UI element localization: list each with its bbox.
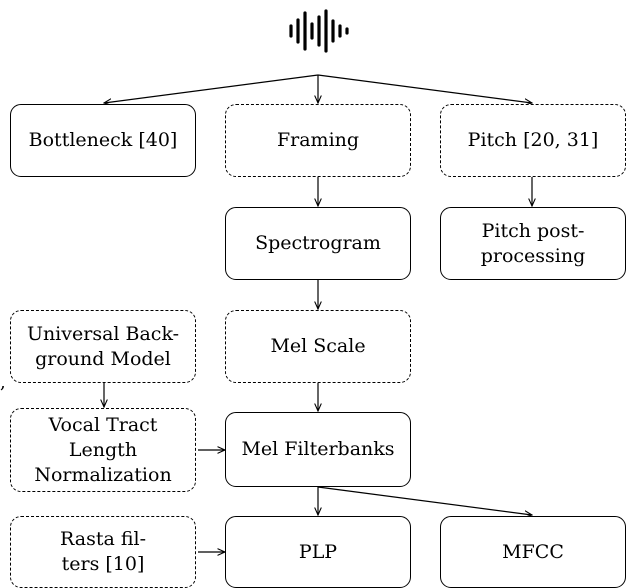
node-ubm-line2: ground Model	[35, 347, 171, 370]
node-rasta-filters: Rasta fil- ters [10]	[10, 516, 196, 588]
audio-waveform-icon	[289, 9, 349, 53]
stray-comma: ,	[0, 372, 6, 393]
node-universal-background-model: Universal Back- ground Model	[10, 310, 196, 383]
node-bottleneck: Bottleneck [40]	[10, 104, 196, 177]
node-pitch-postprocessing-line1: Pitch post-	[481, 219, 585, 242]
node-mel-scale-label: Mel Scale	[270, 335, 366, 357]
node-pitch-postprocessing-line2: processing	[480, 244, 586, 267]
node-pitch-label: Pitch [20, 31]	[467, 129, 599, 151]
node-mfcc-label: MFCC	[502, 540, 564, 563]
node-plp: PLP	[225, 516, 411, 588]
node-framing-label: Framing	[276, 129, 360, 151]
node-ubm-line1: Universal Back-	[26, 322, 180, 345]
node-mfcc: MFCC	[440, 516, 626, 588]
node-rasta-line1: Rasta fil-	[60, 528, 146, 550]
node-pitch: Pitch [20, 31]	[440, 104, 626, 177]
arrow-melfilterbanks-to-mfcc	[317, 486, 532, 515]
node-rasta-line2: ters [10]	[61, 553, 145, 575]
node-framing: Framing	[225, 104, 411, 177]
node-mel-scale: Mel Scale	[225, 310, 411, 383]
arrow-source-to-bottleneck	[104, 74, 319, 103]
node-plp-label: PLP	[298, 540, 338, 563]
node-mel-filterbanks-label: Mel Filterbanks	[241, 438, 395, 460]
node-vocal-tract-length-normalization: Vocal Tract Length Normalization	[10, 408, 196, 492]
node-vtln-line2: Length	[68, 438, 138, 461]
node-vtln-line1: Vocal Tract	[48, 413, 158, 436]
node-mel-filterbanks: Mel Filterbanks	[225, 412, 411, 487]
node-pitch-postprocessing: Pitch post- processing	[440, 207, 626, 280]
arrow-source-to-pitch	[317, 74, 532, 103]
node-spectrogram-label: Spectrogram	[255, 232, 381, 254]
node-spectrogram: Spectrogram	[225, 207, 411, 280]
node-bottleneck-label: Bottleneck [40]	[28, 129, 178, 151]
node-vtln-line3: Normalization	[34, 463, 172, 486]
